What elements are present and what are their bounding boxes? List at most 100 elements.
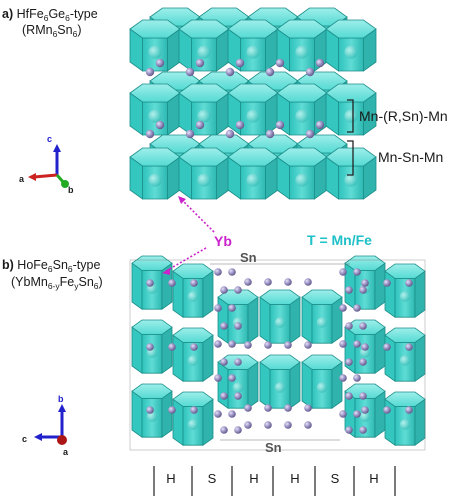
sn-atom xyxy=(383,343,391,351)
sn-atom xyxy=(244,404,252,412)
sn-atom xyxy=(234,286,242,294)
sn-atom xyxy=(234,358,242,366)
panel-b-axis-a-label: a xyxy=(63,447,69,457)
panel-a-prism-layers xyxy=(129,7,377,200)
sn-atom xyxy=(275,58,285,68)
hexagonal-prism xyxy=(129,19,181,72)
sn-atom xyxy=(304,421,312,429)
sn-atom xyxy=(305,67,315,77)
stack-label: H xyxy=(249,471,259,486)
sn-atom xyxy=(361,343,369,351)
hexagonal-prism xyxy=(227,147,279,200)
panel-a-axis-c-label: c xyxy=(47,134,53,144)
sn-atom xyxy=(339,374,347,382)
sn-atom xyxy=(353,304,361,312)
sn-atom xyxy=(284,278,292,286)
sn-atom xyxy=(284,341,292,349)
sn-atom xyxy=(353,340,361,348)
sn-atom xyxy=(265,67,275,77)
hexagonal-prism xyxy=(178,147,230,200)
sn-atom xyxy=(345,286,353,294)
hexagonal-prism xyxy=(172,391,214,446)
sn-atom xyxy=(359,392,367,400)
sn-atom xyxy=(185,129,195,139)
panel-b-formula: (YbMn6-yFeySn6) xyxy=(11,275,103,291)
hexagonal-prism xyxy=(131,319,173,374)
sn-atom xyxy=(264,421,272,429)
stacking-separators xyxy=(153,466,396,496)
sn-atom xyxy=(214,340,222,348)
sn-atom xyxy=(225,129,235,139)
sn-atom xyxy=(305,129,315,139)
sn-atom xyxy=(190,279,198,287)
panel-a-axis-a-label: a xyxy=(19,174,25,184)
panel-b-title: b) HoFe6Sn6-type xyxy=(2,258,101,274)
hexagonal-prism xyxy=(172,327,214,382)
bracket-label-mn-sn-mn: Mn-Sn-Mn xyxy=(378,149,444,165)
sn-atom xyxy=(228,374,236,382)
hexagonal-prism xyxy=(344,383,386,438)
sn-atom xyxy=(315,120,325,130)
sn-atom xyxy=(146,279,154,287)
sn-atom xyxy=(228,340,236,348)
sn-atom xyxy=(339,268,347,276)
sn-atom xyxy=(345,358,353,366)
sn-atom xyxy=(339,304,347,312)
sn-atom xyxy=(264,341,272,349)
sn-atom xyxy=(155,120,165,130)
sn-atom xyxy=(235,120,245,130)
sn-atom xyxy=(234,392,242,400)
hexagonal-prism xyxy=(276,147,328,200)
t-label: T = Mn/Fe xyxy=(307,232,372,248)
sn-atom xyxy=(304,278,312,286)
sn-atom xyxy=(195,58,205,68)
sn-atom xyxy=(168,279,176,287)
sn-atom xyxy=(345,392,353,400)
sn-atom xyxy=(190,406,198,414)
panel-a-axes xyxy=(28,144,69,188)
stack-label: S xyxy=(207,471,217,486)
sn-atom xyxy=(190,343,198,351)
hexagonal-prism xyxy=(227,83,279,136)
sn-atom xyxy=(284,404,292,412)
sn-atom xyxy=(383,406,391,414)
sn-atom xyxy=(195,120,205,130)
sn-atom xyxy=(244,421,252,429)
sn-atom xyxy=(405,279,413,287)
sn-atom xyxy=(361,279,369,287)
hexagonal-prism xyxy=(178,83,230,136)
sn-atom xyxy=(214,304,222,312)
hexagonal-prism xyxy=(172,263,214,318)
sn-atom xyxy=(353,374,361,382)
sn-atom xyxy=(345,322,353,330)
sn-atom xyxy=(228,304,236,312)
sn-atom xyxy=(234,426,242,434)
hexagonal-prism xyxy=(301,289,343,344)
sn-atom xyxy=(220,358,228,366)
hexagonal-prism xyxy=(384,327,426,382)
yb-label: Yb xyxy=(214,233,232,249)
panel-a-title: a) HfFe6Ge6-type xyxy=(2,7,98,23)
sn-atom xyxy=(146,343,154,351)
sn-atom xyxy=(234,322,242,330)
hexagonal-prism xyxy=(227,19,279,72)
stack-label: H xyxy=(290,471,300,486)
sn-atom xyxy=(185,67,195,77)
stack-label: H xyxy=(369,471,379,486)
hexagonal-prism xyxy=(384,263,426,318)
sn-atom xyxy=(146,406,154,414)
sn-atom xyxy=(235,58,245,68)
panel-b-atoms xyxy=(146,268,413,434)
hexagonal-prism xyxy=(259,354,301,409)
sn-atom xyxy=(264,404,272,412)
yb-arrowhead-bottom xyxy=(162,268,170,275)
sn-atom xyxy=(353,268,361,276)
sn-atom xyxy=(220,392,228,400)
sn-atom xyxy=(284,421,292,429)
sn-label-bottom: Sn xyxy=(265,440,282,455)
panel-a-formula: (RMn6Sn6) xyxy=(22,23,82,39)
stack-label: S xyxy=(330,471,340,486)
hexagonal-prism xyxy=(325,19,377,72)
sn-atom xyxy=(145,67,155,77)
sn-atom xyxy=(220,426,228,434)
